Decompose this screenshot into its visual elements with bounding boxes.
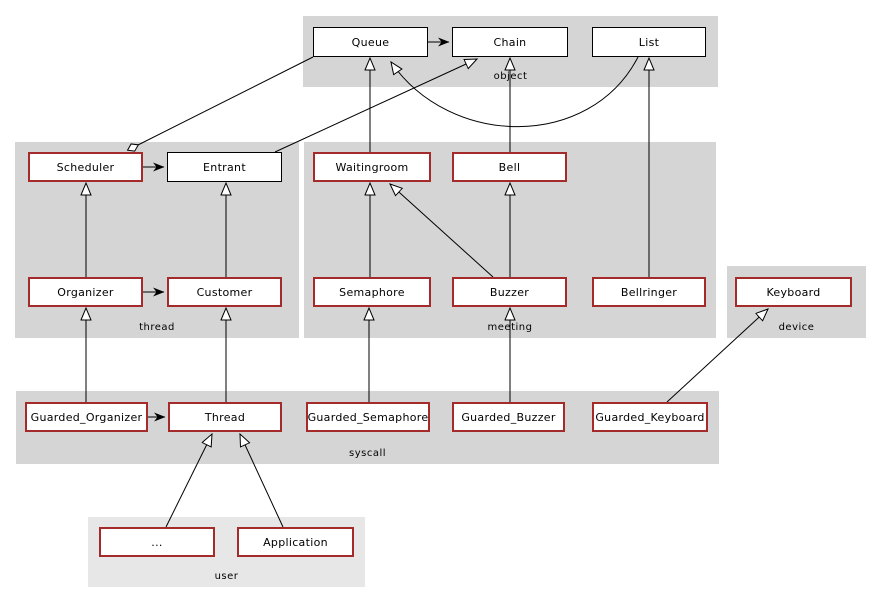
class-box-thread[interactable]: Thread — [168, 402, 282, 432]
class-box-scheduler[interactable]: Scheduler — [28, 152, 143, 182]
group-thread-label: thread — [139, 322, 175, 333]
class-box-keyboard[interactable]: Keyboard — [735, 277, 852, 307]
edge-buzzer-inherits-waitingroom — [390, 184, 494, 278]
class-box-application[interactable]: Application — [237, 527, 354, 557]
class-box-ellipsis[interactable]: ... — [99, 527, 215, 557]
group-syscall-label: syscall — [348, 448, 387, 459]
class-box-semaphore[interactable]: Semaphore — [313, 277, 431, 307]
edge-list-inherits-queue — [391, 56, 639, 127]
edge-scheduler-aggregates-queue — [126, 56, 314, 152]
class-box-waitingroom[interactable]: Waitingroom — [313, 152, 431, 182]
edge-application-inherits-thread — [240, 434, 284, 528]
class-box-bell[interactable]: Bell — [452, 152, 567, 182]
class-box-chain[interactable]: Chain — [452, 27, 568, 57]
class-box-guarded-keyboard[interactable]: Guarded_Keyboard — [592, 402, 708, 432]
class-box-list[interactable]: List — [592, 27, 706, 57]
class-box-guarded-buzzer[interactable]: Guarded_Buzzer — [452, 402, 565, 432]
edge-entrant-inherits-chain — [274, 59, 477, 153]
class-box-entrant[interactable]: Entrant — [167, 152, 282, 182]
group-device-label: device — [778, 322, 815, 333]
group-user-label: user — [214, 571, 239, 582]
class-box-bellringer[interactable]: Bellringer — [592, 277, 706, 307]
class-box-guarded-organizer[interactable]: Guarded_Organizer — [25, 402, 148, 432]
edge-guarded-keyboard-inherits-keyboard — [666, 309, 768, 403]
class-box-customer[interactable]: Customer — [167, 277, 282, 307]
edge-dots-inherits-thread — [165, 434, 212, 528]
class-box-organizer[interactable]: Organizer — [28, 277, 143, 307]
class-box-buzzer[interactable]: Buzzer — [452, 277, 567, 307]
class-box-guarded-semaphore[interactable]: Guarded_Semaphore — [306, 402, 430, 432]
class-box-queue[interactable]: Queue — [313, 27, 428, 57]
